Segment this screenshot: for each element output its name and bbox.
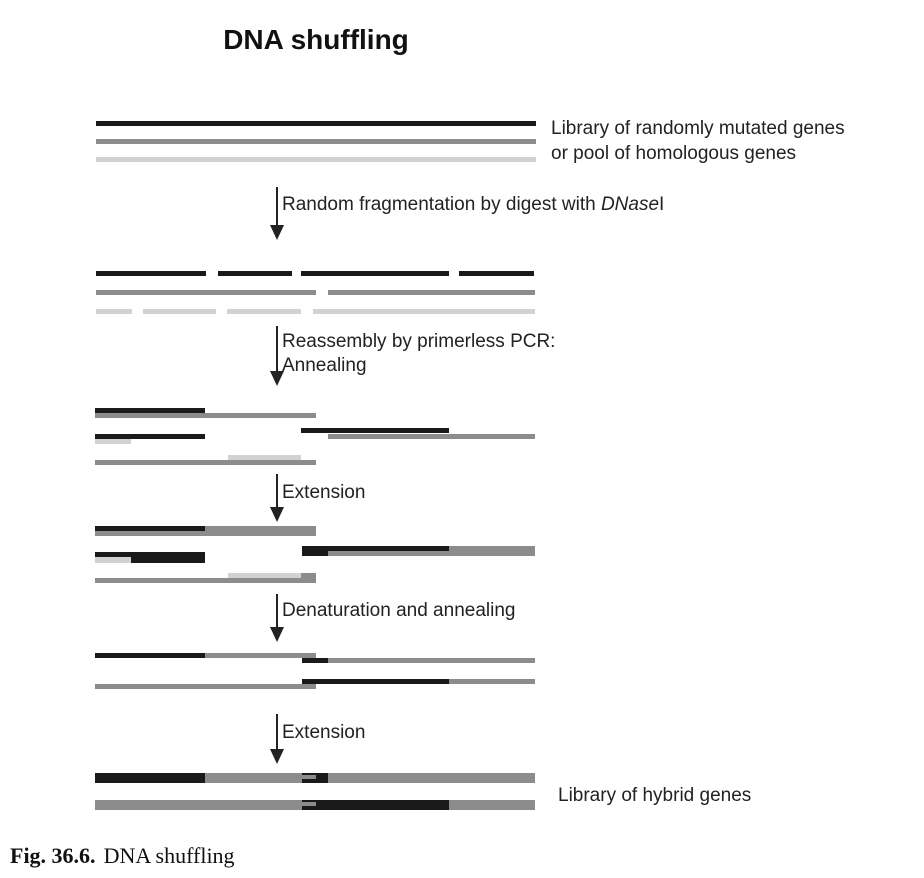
fragment	[95, 526, 205, 531]
strand	[449, 679, 535, 684]
template	[95, 531, 316, 536]
step-label-extension-1: Extension	[282, 482, 365, 503]
fragment	[143, 309, 216, 314]
strand	[95, 653, 205, 658]
stage-library	[96, 121, 536, 162]
fragment	[302, 546, 449, 551]
step-label-fragmentation: Random fragmentation by digest with DNas…	[282, 194, 664, 215]
hybrid-segment	[328, 773, 535, 783]
fragment	[328, 290, 535, 295]
fragment	[96, 290, 316, 295]
extension	[131, 557, 205, 563]
fragment	[95, 408, 205, 413]
hybrid-segment	[302, 800, 449, 810]
step-arrow-2	[270, 326, 284, 386]
hybrid-segment	[95, 800, 302, 810]
gene-strand-gray	[96, 139, 536, 144]
fragment	[95, 434, 205, 439]
strand	[328, 658, 535, 663]
hybrid-segment	[449, 800, 535, 810]
fragment	[227, 309, 301, 314]
step-arrow-1	[270, 187, 284, 240]
step-arrow-5	[270, 714, 284, 764]
caption-number: Fig. 36.6.	[10, 843, 96, 868]
hybrid-segment	[95, 773, 205, 783]
step-label-reassembly-line2: Annealing	[282, 355, 367, 376]
diagram-title: DNA shuffling	[223, 24, 409, 55]
fragment	[228, 573, 301, 578]
step-label-reassembly-line1: Reassembly by primerless PCR:	[282, 331, 555, 352]
fragment	[96, 309, 132, 314]
stage-extension-1	[95, 526, 535, 583]
extension	[449, 546, 535, 551]
extension	[301, 573, 316, 578]
extension	[205, 526, 316, 531]
fragment	[228, 455, 301, 460]
gene-strand-black	[96, 121, 536, 126]
stage-hybrid-genes	[95, 773, 535, 810]
template	[328, 551, 535, 556]
step-label-extension-2: Extension	[282, 722, 365, 743]
strand	[205, 653, 316, 658]
hybrid-label: Library of hybrid genes	[558, 785, 751, 806]
stage-denaturation	[95, 653, 535, 689]
fragment	[95, 460, 316, 465]
stage-fragments	[96, 271, 535, 314]
step-label-denaturation: Denaturation and annealing	[282, 600, 515, 621]
figure-caption: Fig. 36.6. DNA shuffling	[10, 843, 235, 868]
fragment	[328, 434, 535, 439]
fragment	[301, 428, 449, 433]
template	[95, 578, 316, 583]
template	[95, 557, 131, 563]
fragment	[301, 271, 449, 276]
strand	[302, 679, 449, 684]
fragment	[95, 439, 131, 444]
library-label-line1: Library of randomly mutated genes	[551, 118, 845, 139]
hybrid-segment	[302, 802, 316, 806]
fragment	[218, 271, 292, 276]
caption-text: DNA shuffling	[104, 843, 235, 868]
fragment	[313, 309, 535, 314]
step-arrow-3	[270, 474, 284, 522]
fragment	[95, 413, 316, 418]
hybrid-segment	[205, 773, 302, 783]
fragment	[95, 552, 205, 557]
strand	[95, 684, 316, 689]
stage-annealing	[95, 408, 535, 465]
gene-strand-light	[96, 157, 536, 162]
hybrid-segment	[302, 775, 316, 779]
strand	[302, 658, 328, 663]
library-label-line2: or pool of homologous genes	[551, 143, 796, 164]
fragment	[459, 271, 534, 276]
extension	[302, 551, 328, 556]
fragment	[96, 271, 206, 276]
step-arrow-4	[270, 594, 284, 642]
